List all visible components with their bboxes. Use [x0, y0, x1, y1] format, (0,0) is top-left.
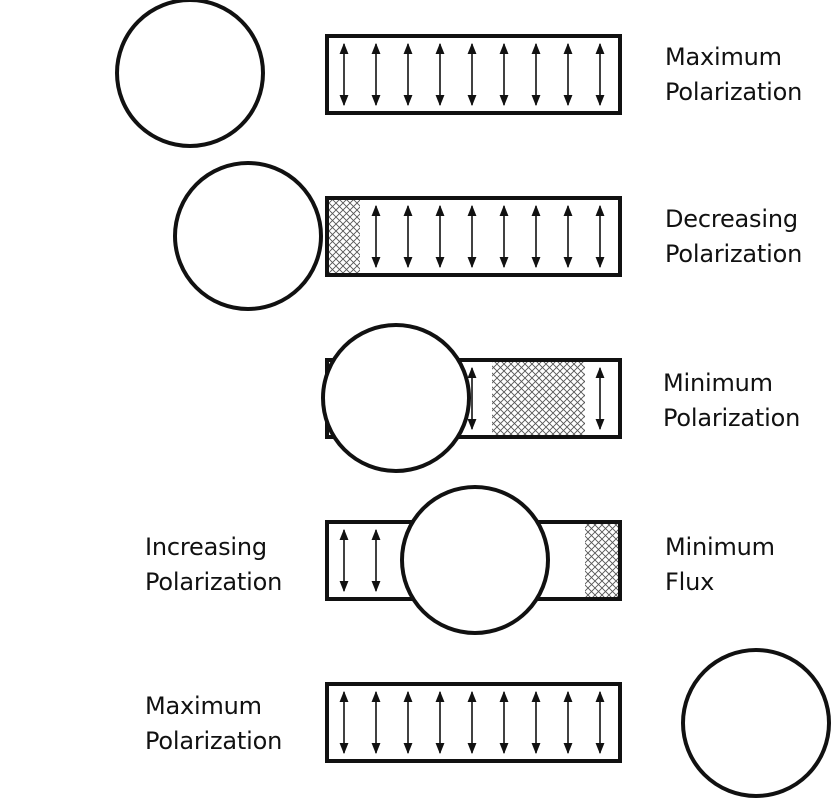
hatched-region [327, 199, 360, 274]
stage-label-maximum-bottom: Maximum Polarization [145, 689, 282, 759]
label-line: Minimum [665, 533, 775, 561]
magnet-strip [325, 196, 622, 277]
stage-label-minimum: Minimum Polarization [663, 366, 800, 436]
stage-label-increasing: Increasing Polarization [145, 530, 282, 600]
label-line: Maximum [145, 692, 262, 720]
label-line: Polarization [145, 727, 283, 755]
hatched-region [492, 361, 585, 436]
stage-label-minimum-flux: Minimum Flux [665, 530, 775, 600]
magnet-strip [325, 34, 622, 115]
rotor-circle [321, 323, 471, 473]
stage-max-top [115, 0, 622, 148]
stage-label-maximum-top: Maximum Polarization [665, 40, 802, 110]
rotor-circle [115, 0, 265, 148]
stage-label-decreasing: Decreasing Polarization [665, 202, 802, 272]
label-line: Polarization [145, 568, 283, 596]
stage-max-bottom [325, 648, 831, 798]
label-line: Increasing [145, 533, 267, 561]
stage-increasing [325, 485, 622, 635]
label-line: Maximum [665, 43, 782, 71]
rotor-circle [173, 161, 323, 311]
label-line: Polarization [665, 240, 803, 268]
rotor-circle [681, 648, 831, 798]
label-line: Minimum [663, 369, 773, 397]
label-line: Decreasing [665, 205, 798, 233]
label-line: Polarization [665, 78, 803, 106]
hatched-region [585, 523, 620, 598]
rotor-circle [400, 485, 550, 635]
magnet-strip [325, 682, 622, 763]
stage-decreasing [173, 161, 622, 311]
stage-minimum [321, 323, 622, 473]
label-line: Flux [665, 568, 715, 596]
label-line: Polarization [663, 404, 801, 432]
